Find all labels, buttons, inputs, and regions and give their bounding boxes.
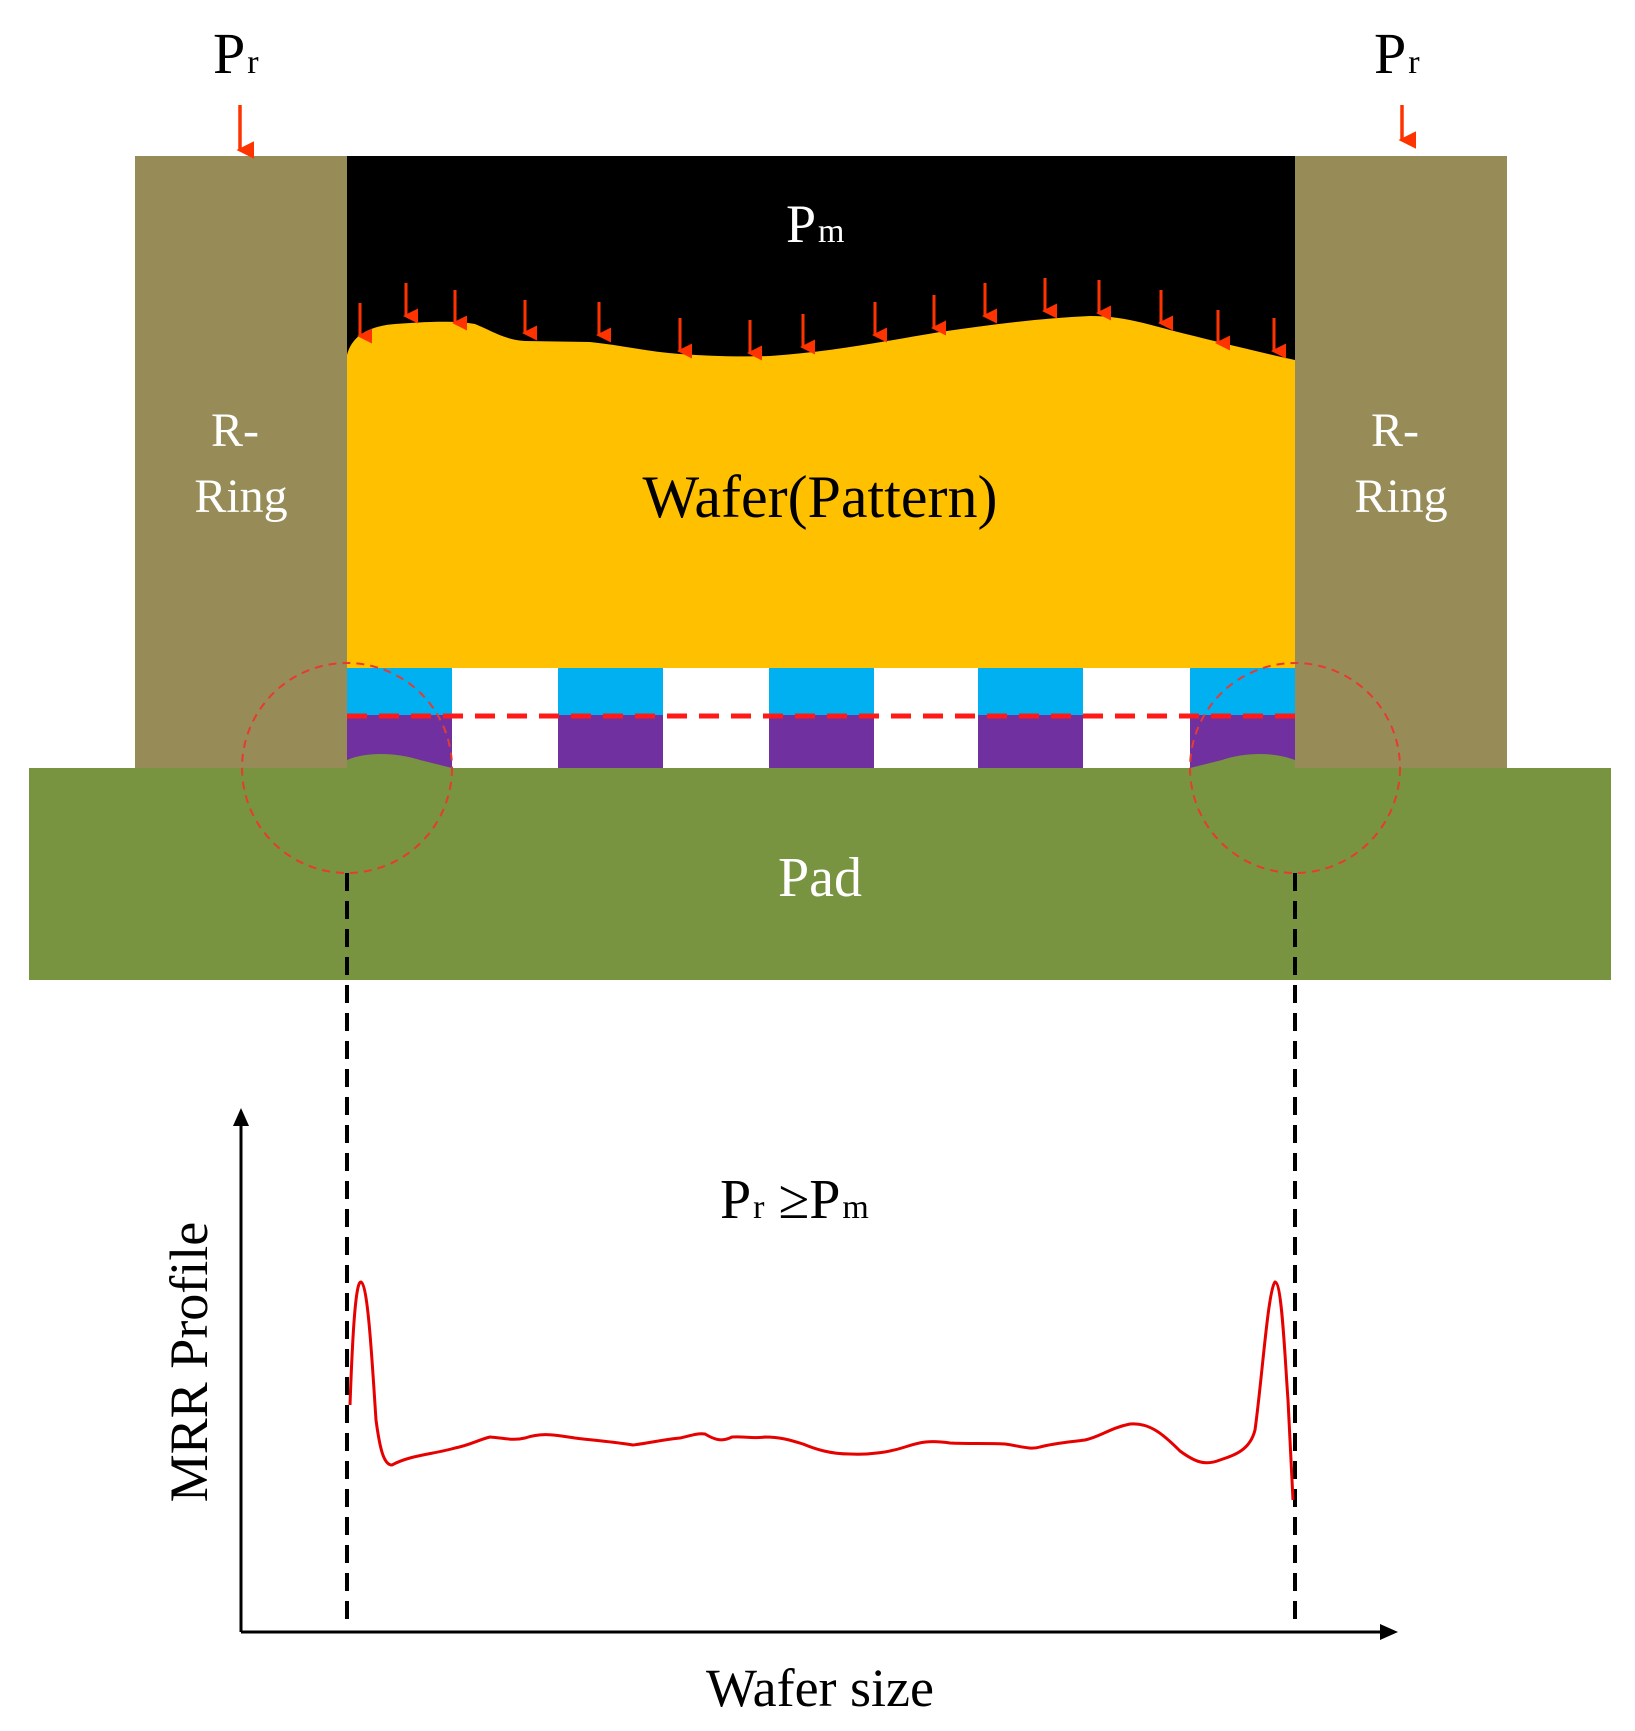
x-axis-arrowhead [1380,1624,1398,1640]
pad-bump-right [1190,754,1295,768]
retaining-ring-label-left: R- Ring [194,404,287,523]
ring-pressure-label-left: Pr [213,21,259,86]
wafer-body [347,316,1295,668]
x-axis-label: Wafer size [706,1658,934,1718]
y-axis-arrowhead [233,1108,249,1126]
edge-circle-right [1189,662,1401,874]
pattern-bottom-layer [347,715,1295,768]
polishing-pad [29,768,1611,980]
retaining-ring-label-right: R- Ring [1354,404,1447,523]
pad-bump-left [347,754,452,768]
membrane-pressure-arrows [357,278,1286,361]
y-axis-label: MRR Profile [159,1222,219,1503]
edge-circle-left [241,662,453,874]
pad-label: Pad [778,847,862,909]
wafer-label: Wafer(Pattern) [643,464,998,530]
pattern-top-layer [347,668,1295,715]
ring-pressure-label-right: Pr [1374,21,1420,86]
mrr-profile-curve [348,1280,1295,1501]
membrane-pressure-label: Pm [786,194,845,254]
retaining-ring-right [1295,156,1507,768]
pressure-condition-label: Pr ≥Pm [720,1169,869,1231]
retaining-ring-left [135,156,347,768]
